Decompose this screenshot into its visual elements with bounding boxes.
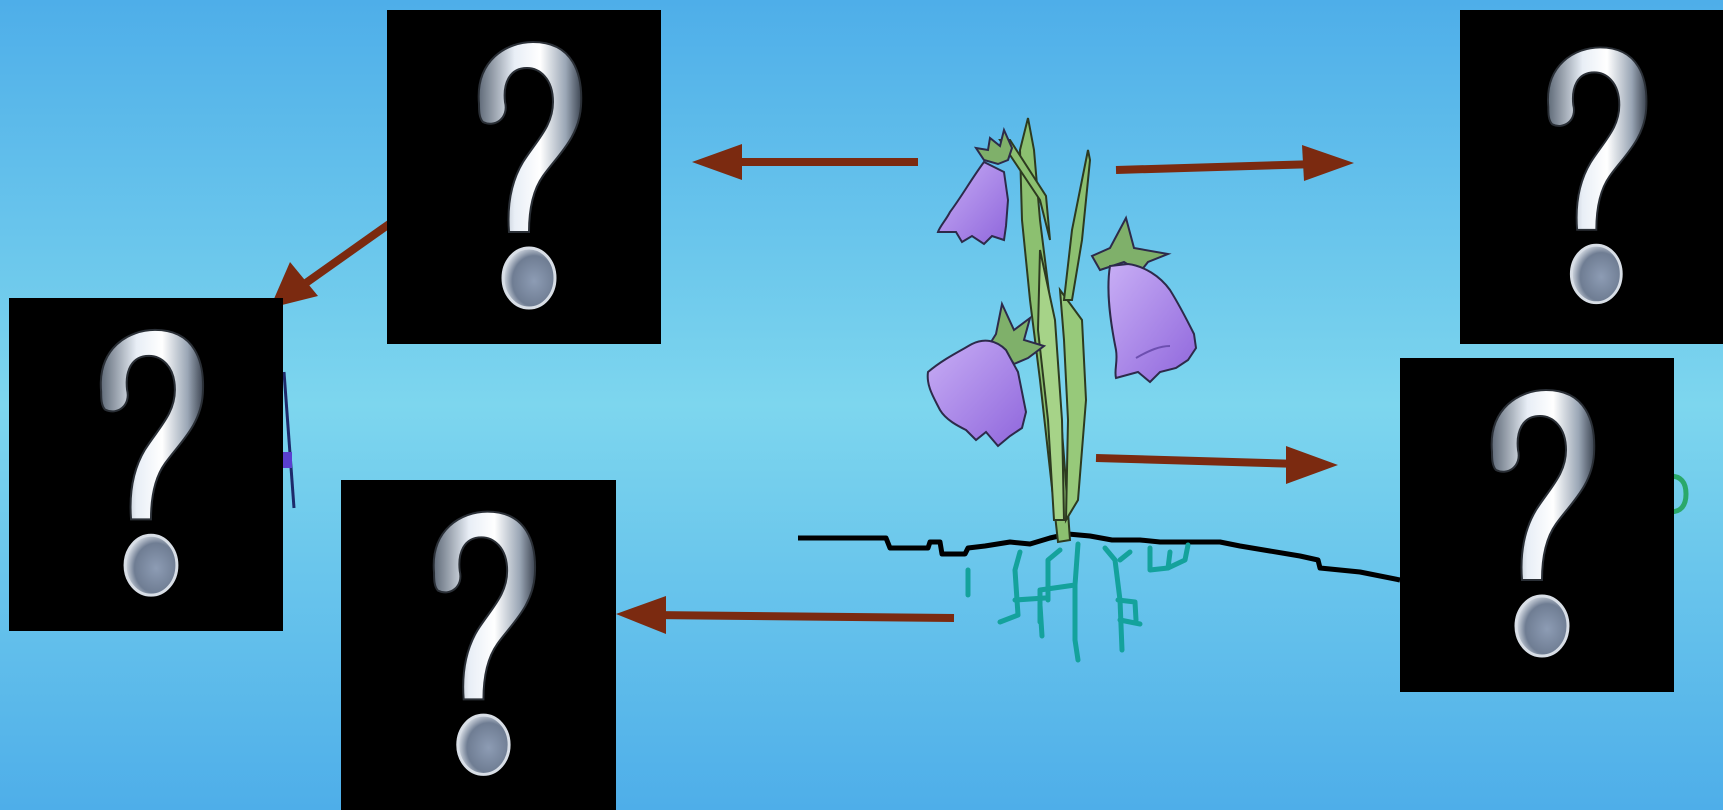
mystery-card-right: [1400, 358, 1674, 692]
bell-flower-right: [1090, 215, 1198, 384]
arrow-to-top-left-card: [692, 144, 918, 180]
arrow-to-right-card: [1095, 446, 1338, 484]
mystery-card-top-right: [1460, 10, 1723, 344]
bell-flower-top: [936, 126, 1014, 246]
bell-flower-left: [926, 300, 1047, 448]
question-mark-icon: [1547, 46, 1648, 305]
mystery-card-left: [9, 298, 283, 631]
arrow-to-left-card: [270, 218, 395, 308]
arrow-to-bottom-left-card: [616, 596, 955, 634]
arrow-to-top-right-card: [1115, 145, 1354, 181]
mystery-card-bottom-left: [341, 480, 616, 810]
question-mark-icon: [477, 40, 583, 310]
plant-roots: [965, 541, 1191, 663]
hidden-figure-right: [1669, 473, 1689, 515]
question-mark-icon: [1490, 388, 1596, 658]
question-mark-icon: [99, 328, 205, 597]
ground-line: [798, 531, 1401, 583]
hidden-figure-left: [280, 371, 296, 509]
question-mark-icon: [432, 510, 537, 776]
mystery-card-top-left: [387, 10, 661, 344]
